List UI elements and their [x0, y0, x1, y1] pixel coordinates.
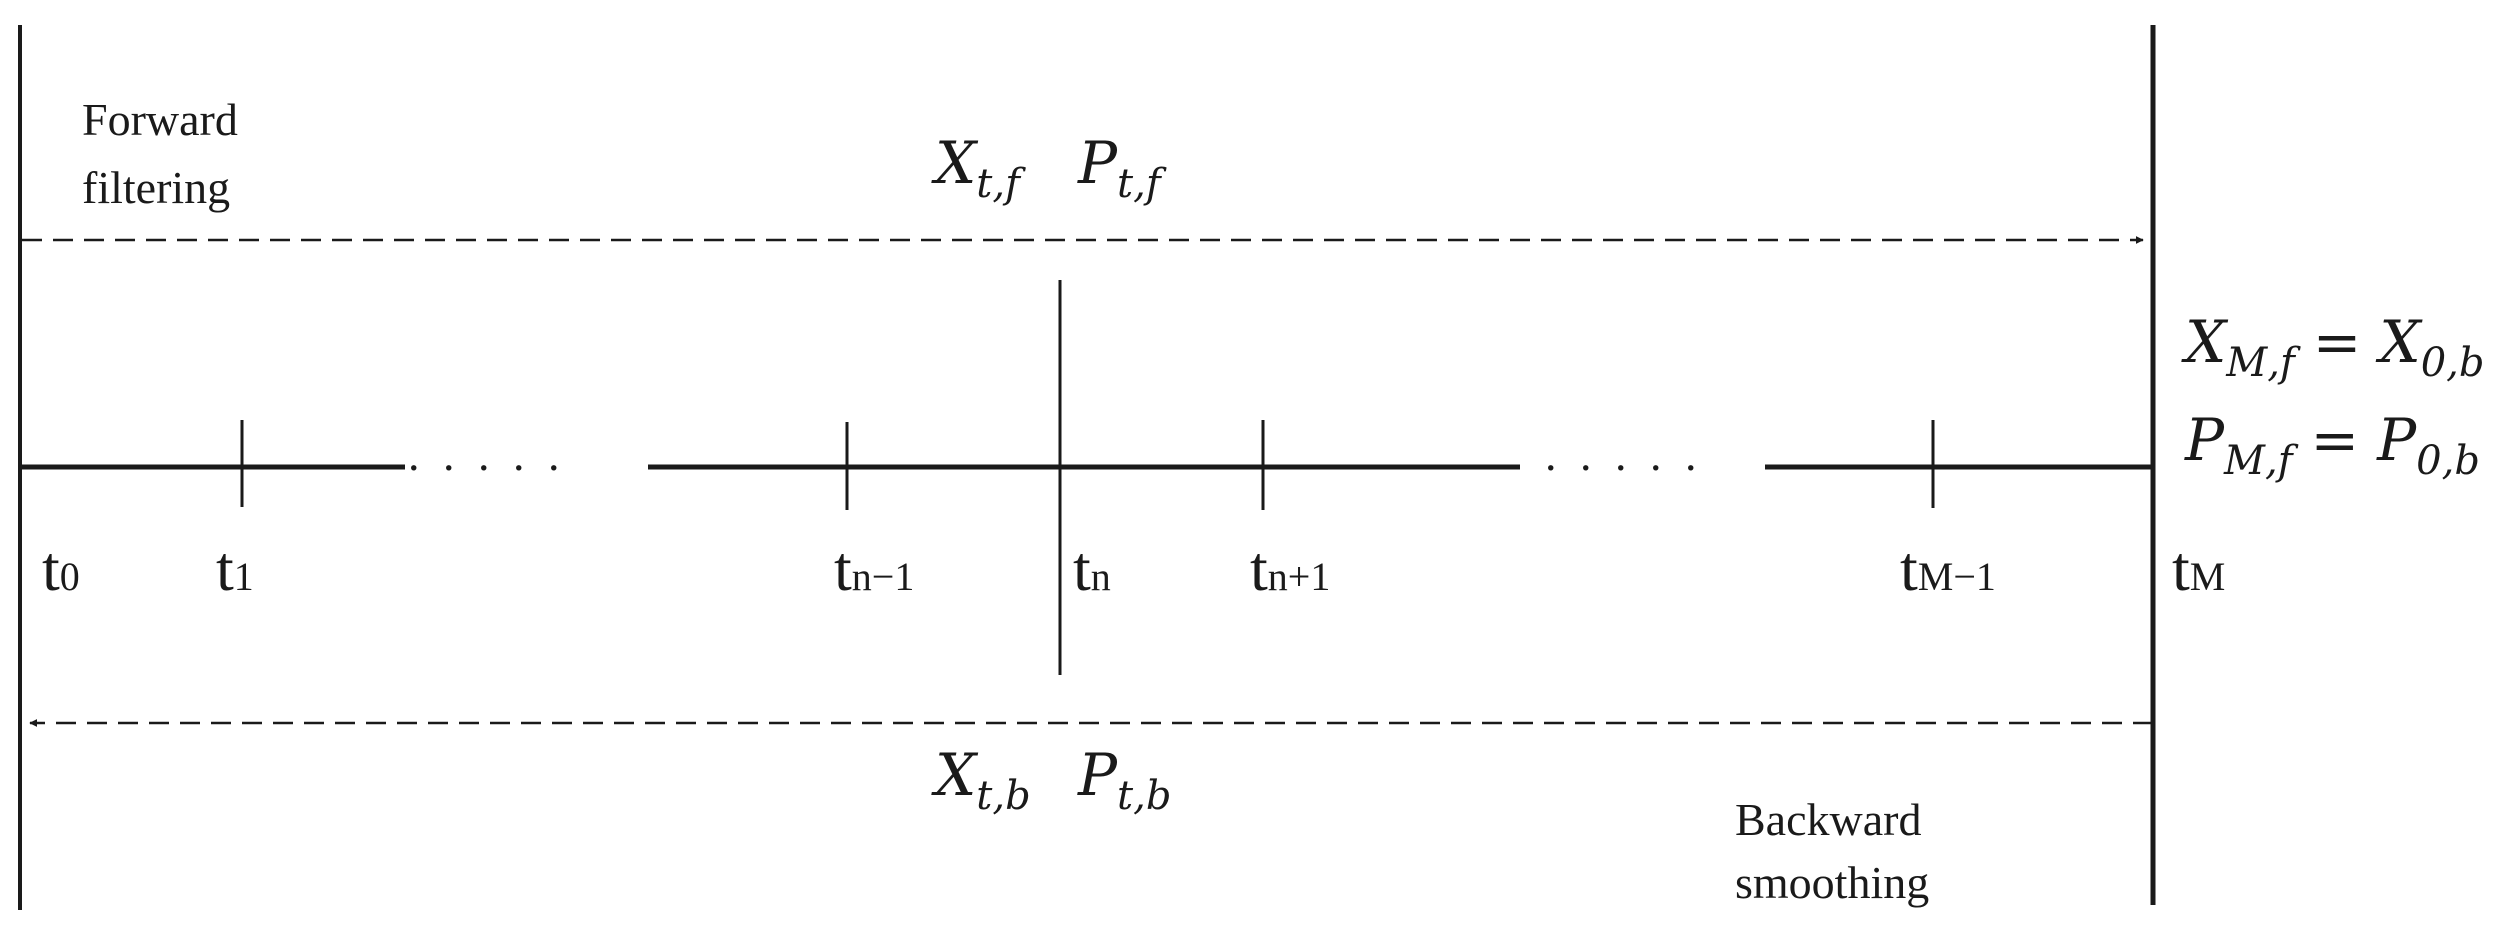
- forward-p-symbol: P: [1077, 129, 1118, 197]
- svg-text:Pt,f: Pt,f: [1077, 129, 1167, 207]
- backward-x-subscript: t,b: [976, 773, 1030, 819]
- forward-x-symbol: X: [931, 129, 979, 197]
- svg-text:PM,f=P0,b: PM,f=P0,b: [2184, 406, 2480, 484]
- backward-x-symbol: X: [931, 741, 979, 809]
- boundary-equation-x: XM,f=X0,b: [2181, 308, 2484, 386]
- tick-label-t1: t1: [216, 533, 254, 604]
- tick-label-tm: tM: [2172, 533, 2225, 604]
- ellipsis-right: . . . . .: [1545, 429, 1703, 480]
- forward-filtering-label-line1: Forward: [82, 94, 238, 145]
- svg-text:Xt,b: Xt,b: [931, 741, 1031, 819]
- backward-p-subscript: t,b: [1117, 773, 1171, 819]
- svg-text:Pt,b: Pt,b: [1077, 741, 1171, 819]
- backward-p-symbol: P: [1077, 741, 1118, 809]
- boundary-equation-p: PM,f=P0,b: [2184, 406, 2480, 484]
- tick-label-t0: t0: [42, 533, 80, 604]
- backward-state-label: Xt,b Pt,b: [931, 741, 1171, 819]
- tick-label-tn-minus-1: tn−1: [834, 533, 914, 604]
- forward-x-subscript: t,f: [976, 161, 1026, 207]
- forward-filtering-label-line2: filtering: [82, 162, 230, 213]
- backward-smoothing-label-line2: smoothing: [1735, 857, 1929, 908]
- tick-label-tn-plus-1: tn+1: [1250, 533, 1330, 604]
- ellipsis-left: . . . . .: [408, 429, 566, 480]
- tick-label-tn: tn: [1073, 533, 1111, 604]
- svg-text:XM,f=X0,b: XM,f=X0,b: [2181, 308, 2484, 386]
- tick-label-tm-minus-1: tM−1: [1900, 533, 1996, 604]
- backward-smoothing-label-line1: Backward: [1735, 794, 1921, 845]
- forward-p-subscript: t,f: [1117, 161, 1167, 207]
- svg-text:Xt,f: Xt,f: [931, 129, 1026, 207]
- forward-state-label: Xt,f Pt,f: [931, 129, 1167, 207]
